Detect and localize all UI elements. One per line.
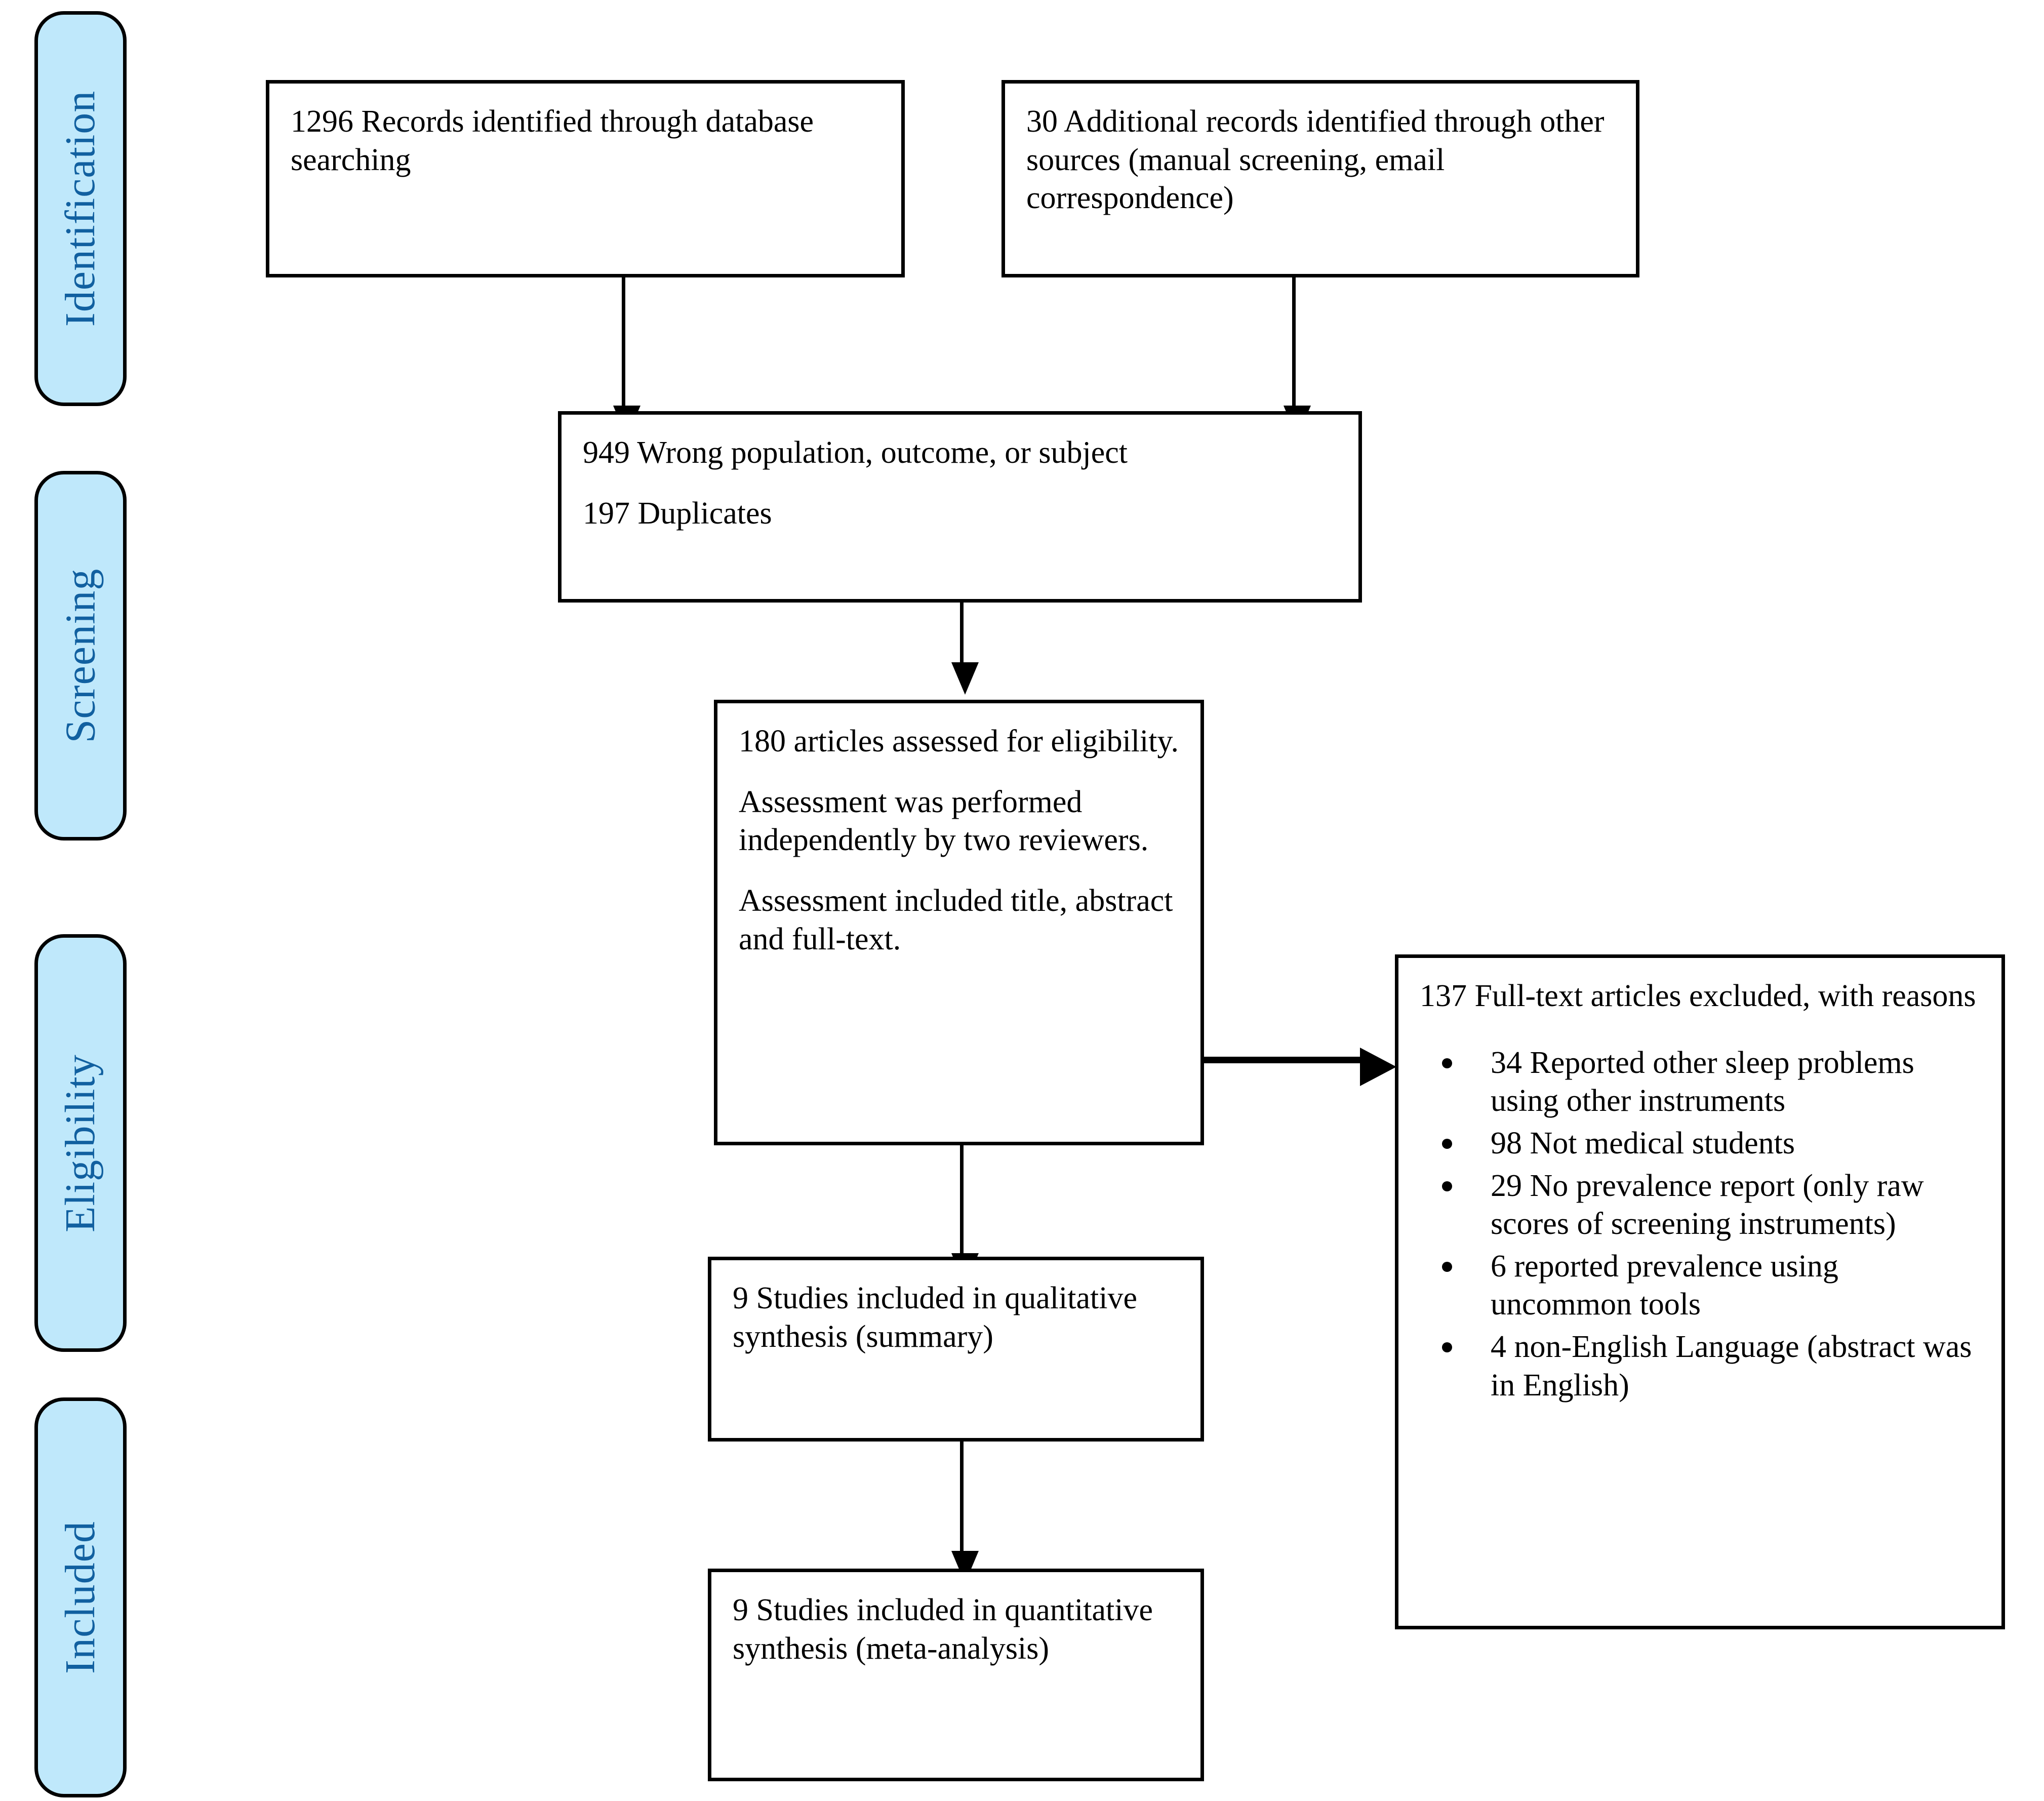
bullet-icon (1442, 1138, 1452, 1149)
reason-text: 4 non-English Language (abstract was in … (1491, 1330, 1972, 1403)
box-excluded-screening-line1: 949 Wrong population, outcome, or subjec… (583, 435, 1128, 470)
arrow-database-to-screening (613, 277, 640, 438)
arrow-eligibility-to-excluded (1204, 1048, 1396, 1086)
box-database-records: 1296 Records identified through database… (266, 80, 905, 277)
reason-text: 98 Not medical students (1491, 1126, 1795, 1160)
list-item: 6 reported prevalence using uncommon too… (1420, 1248, 1984, 1324)
reason-text: 6 reported prevalence using uncommon too… (1491, 1249, 1838, 1322)
box-excluded-screening: 949 Wrong population, outcome, or subjec… (558, 411, 1362, 603)
box-additional-records: 30 Additional records identified through… (1001, 80, 1639, 277)
box-database-records-text: 1296 Records identified through database… (291, 104, 814, 177)
box-assessed-eligibility: 180 articles assessed for eligibility. A… (714, 700, 1204, 1145)
list-item: 98 Not medical students (1420, 1125, 1984, 1163)
exclusion-reasons-list: 34 Reported other sleep problems using o… (1420, 1044, 1984, 1405)
box-assessed-eligibility-line3: Assessment included title, abstract and … (739, 883, 1173, 956)
list-item: 34 Reported other sleep problems using o… (1420, 1044, 1984, 1120)
box-assessed-eligibility-line1: 180 articles assessed for eligibility. (739, 724, 1179, 758)
bullet-icon (1442, 1342, 1452, 1352)
stage-label-identification: Identification (57, 90, 104, 327)
bullet-icon (1442, 1058, 1452, 1068)
bullet-icon (1442, 1261, 1452, 1272)
stage-pill-screening: Screening (34, 471, 127, 841)
box-qualitative-synthesis-text: 9 Studies included in qualitative synthe… (733, 1281, 1137, 1354)
stage-label-eligibility: Eligibility (57, 1054, 104, 1232)
list-item: 4 non-English Language (abstract was in … (1420, 1328, 1984, 1405)
stage-pill-identification: Identification (34, 11, 127, 406)
box-qualitative-synthesis: 9 Studies included in qualitative synthe… (708, 1257, 1204, 1442)
arrow-qualitative-to-quantitative (951, 1442, 979, 1583)
stage-pill-eligibility: Eligibility (34, 934, 127, 1352)
stage-pill-included: Included (34, 1397, 127, 1797)
box-excluded-screening-line2: 197 Duplicates (583, 496, 772, 531)
box-assessed-eligibility-line2: Assessment was performed independently b… (739, 784, 1149, 858)
reason-text: 34 Reported other sleep problems using o… (1491, 1045, 1914, 1118)
arrow-eligibility-to-qualitative (951, 1145, 979, 1286)
arrowhead-down-icon (951, 662, 979, 695)
box-quantitative-synthesis-text: 9 Studies included in quantitative synth… (733, 1593, 1153, 1666)
arrow-screening-to-eligibility (951, 603, 979, 695)
reason-text: 29 No prevalence report (only raw scores… (1491, 1168, 1924, 1242)
box-fulltext-excluded: 137 Full-text articles excluded, with re… (1395, 954, 2005, 1629)
stage-label-included: Included (57, 1521, 104, 1674)
list-item: 29 No prevalence report (only raw scores… (1420, 1167, 1984, 1244)
arrowhead-right-icon (1360, 1048, 1396, 1086)
box-additional-records-text: 30 Additional records identified through… (1026, 104, 1605, 216)
bullet-icon (1442, 1181, 1452, 1191)
box-quantitative-synthesis: 9 Studies included in quantitative synth… (708, 1569, 1204, 1781)
arrow-additional-to-screening (1284, 277, 1311, 438)
stage-label-screening: Screening (57, 568, 104, 743)
box-fulltext-excluded-heading: 137 Full-text articles excluded, with re… (1420, 979, 1976, 1013)
